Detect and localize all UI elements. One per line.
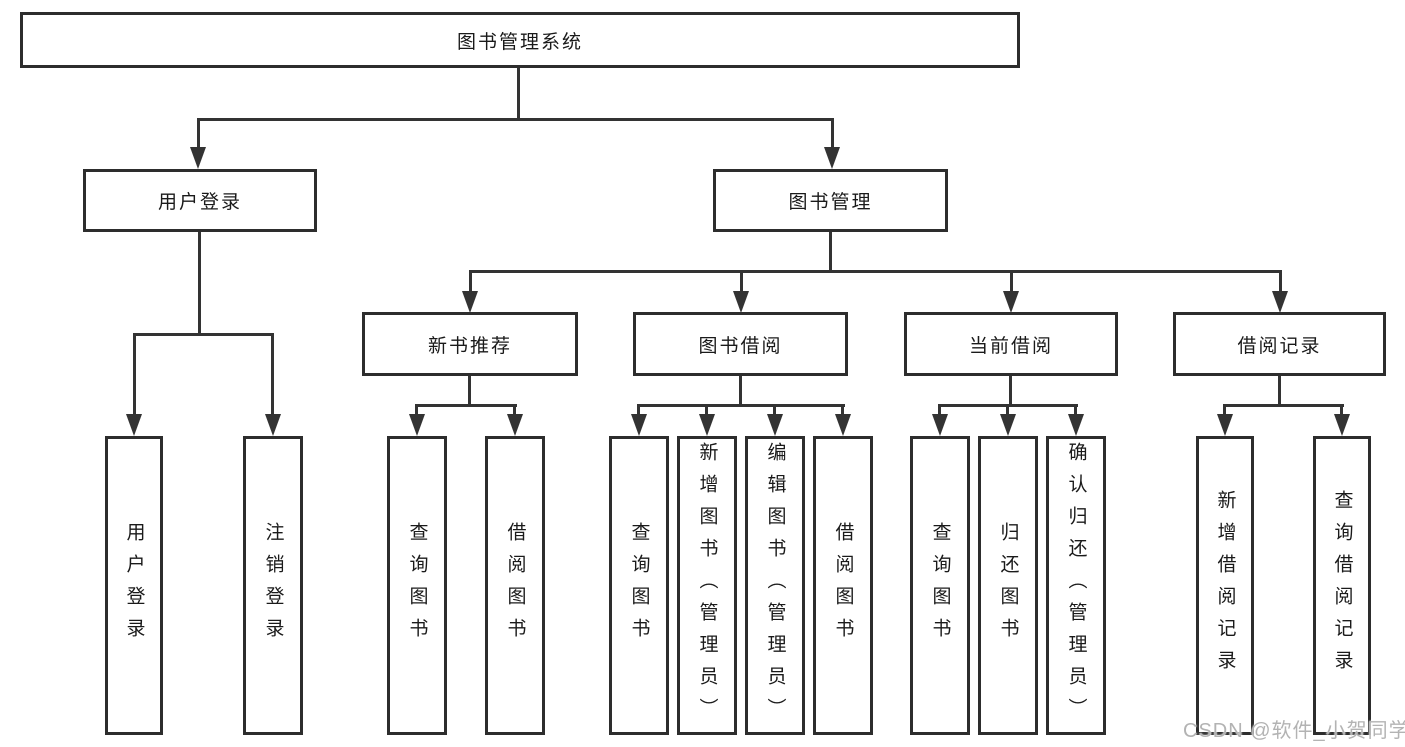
node-new-book-recommend-label: 新书推荐 bbox=[427, 335, 512, 357]
leaf-newbook-query-books: 查询图书 bbox=[387, 436, 447, 735]
arrow-down-icon bbox=[835, 414, 851, 436]
arrow-down-icon bbox=[1334, 414, 1350, 436]
node-book-management-label: 图书管理 bbox=[788, 192, 873, 213]
connector-line bbox=[1278, 376, 1281, 407]
leaf-borrowing-query-books: 查询图书 bbox=[609, 436, 669, 735]
leaf-user-login-label: 用户登录 bbox=[123, 521, 145, 650]
arrow-down-icon bbox=[767, 414, 783, 436]
connector-line bbox=[271, 333, 274, 415]
connector-line bbox=[1006, 404, 1009, 418]
arrow-down-icon bbox=[462, 291, 478, 313]
connector-line bbox=[198, 232, 201, 335]
connector-line bbox=[1009, 376, 1012, 407]
node-current-borrowing: 当前借阅 bbox=[904, 312, 1118, 376]
connector-line bbox=[938, 404, 941, 418]
leaf-borrowing-edit-books-admin-label: 编辑图书（管理员） bbox=[764, 441, 786, 730]
leaf-user-login: 用户登录 bbox=[105, 436, 163, 735]
leaf-current-confirm-return-admin: 确认归还（管理员） bbox=[1046, 436, 1106, 735]
node-user-login-label: 用户登录 bbox=[157, 192, 242, 213]
arrow-down-icon bbox=[1003, 291, 1019, 313]
node-user-login: 用户登录 bbox=[83, 169, 317, 232]
node-book-management: 图书管理 bbox=[713, 169, 948, 232]
leaf-newbook-borrow-books: 借阅图书 bbox=[485, 436, 545, 735]
connector-line bbox=[1010, 270, 1013, 296]
node-root-label: 图书管理系统 bbox=[456, 31, 583, 53]
connector-line bbox=[133, 333, 136, 415]
leaf-records-add-record-label: 新增借阅记录 bbox=[1214, 489, 1236, 682]
arrow-down-icon bbox=[733, 291, 749, 313]
arrow-down-icon bbox=[1068, 414, 1084, 436]
arrow-down-icon bbox=[507, 414, 523, 436]
watermark: CSDN @软件_小贺同学 bbox=[1183, 720, 1405, 742]
arrow-down-icon bbox=[126, 414, 142, 436]
connector-line bbox=[513, 404, 516, 418]
connector-line bbox=[1279, 270, 1282, 296]
connector-line bbox=[637, 404, 640, 418]
connector-line bbox=[739, 376, 742, 407]
connector-line bbox=[1340, 404, 1343, 418]
node-root: 图书管理系统 bbox=[20, 12, 1020, 68]
arrow-down-icon bbox=[265, 414, 281, 436]
leaf-logout-label: 注销登录 bbox=[262, 521, 284, 650]
leaf-borrowing-add-books-admin-label: 新增图书（管理员） bbox=[696, 441, 718, 730]
connector-line bbox=[1074, 404, 1077, 418]
leaf-records-query-record: 查询借阅记录 bbox=[1313, 436, 1371, 735]
connector-line bbox=[468, 376, 471, 407]
leaf-newbook-query-books-label: 查询图书 bbox=[406, 521, 428, 650]
arrow-down-icon bbox=[1000, 414, 1016, 436]
connector-line bbox=[197, 118, 834, 121]
connector-line bbox=[133, 333, 274, 336]
arrow-down-icon bbox=[699, 414, 715, 436]
connector-line bbox=[1223, 404, 1226, 418]
connector-line bbox=[469, 270, 1282, 273]
connector-line bbox=[469, 270, 472, 296]
connector-line bbox=[197, 118, 200, 150]
connector-line bbox=[841, 404, 844, 418]
leaf-records-add-record: 新增借阅记录 bbox=[1196, 436, 1254, 735]
leaf-current-return-books-label: 归还图书 bbox=[997, 521, 1019, 650]
arrow-down-icon bbox=[1217, 414, 1233, 436]
leaf-current-query-books: 查询图书 bbox=[910, 436, 970, 735]
node-book-borrowing-label: 图书借阅 bbox=[698, 335, 783, 357]
node-new-book-recommend: 新书推荐 bbox=[362, 312, 578, 376]
leaf-borrowing-edit-books-admin: 编辑图书（管理员） bbox=[745, 436, 805, 735]
node-borrowing-records: 借阅记录 bbox=[1173, 312, 1386, 376]
connector-line bbox=[517, 68, 520, 120]
leaf-borrowing-add-books-admin: 新增图书（管理员） bbox=[677, 436, 737, 735]
connector-line bbox=[829, 232, 832, 273]
leaf-borrowing-borrow-books: 借阅图书 bbox=[813, 436, 873, 735]
leaf-current-return-books: 归还图书 bbox=[978, 436, 1038, 735]
leaf-current-query-books-label: 查询图书 bbox=[929, 521, 951, 650]
leaf-borrowing-query-books-label: 查询图书 bbox=[628, 521, 650, 650]
connector-line bbox=[415, 404, 418, 418]
arrow-down-icon bbox=[190, 147, 206, 169]
connector-line bbox=[705, 404, 708, 418]
arrow-down-icon bbox=[932, 414, 948, 436]
arrow-down-icon bbox=[631, 414, 647, 436]
arrow-down-icon bbox=[409, 414, 425, 436]
arrow-down-icon bbox=[824, 147, 840, 169]
node-book-borrowing: 图书借阅 bbox=[633, 312, 848, 376]
node-borrowing-records-label: 借阅记录 bbox=[1237, 335, 1322, 357]
leaf-newbook-borrow-books-label: 借阅图书 bbox=[504, 521, 526, 650]
connector-line bbox=[831, 118, 834, 150]
arrow-down-icon bbox=[1272, 291, 1288, 313]
leaf-borrowing-borrow-books-label: 借阅图书 bbox=[832, 521, 854, 650]
connector-line bbox=[637, 404, 845, 407]
leaf-logout: 注销登录 bbox=[243, 436, 303, 735]
connector-line bbox=[740, 270, 743, 296]
connector-line bbox=[1223, 404, 1344, 407]
leaf-records-query-record-label: 查询借阅记录 bbox=[1331, 489, 1353, 682]
node-current-borrowing-label: 当前借阅 bbox=[968, 335, 1053, 357]
connector-line bbox=[415, 404, 517, 407]
connector-line bbox=[773, 404, 776, 418]
leaf-current-confirm-return-admin-label: 确认归还（管理员） bbox=[1065, 441, 1087, 730]
